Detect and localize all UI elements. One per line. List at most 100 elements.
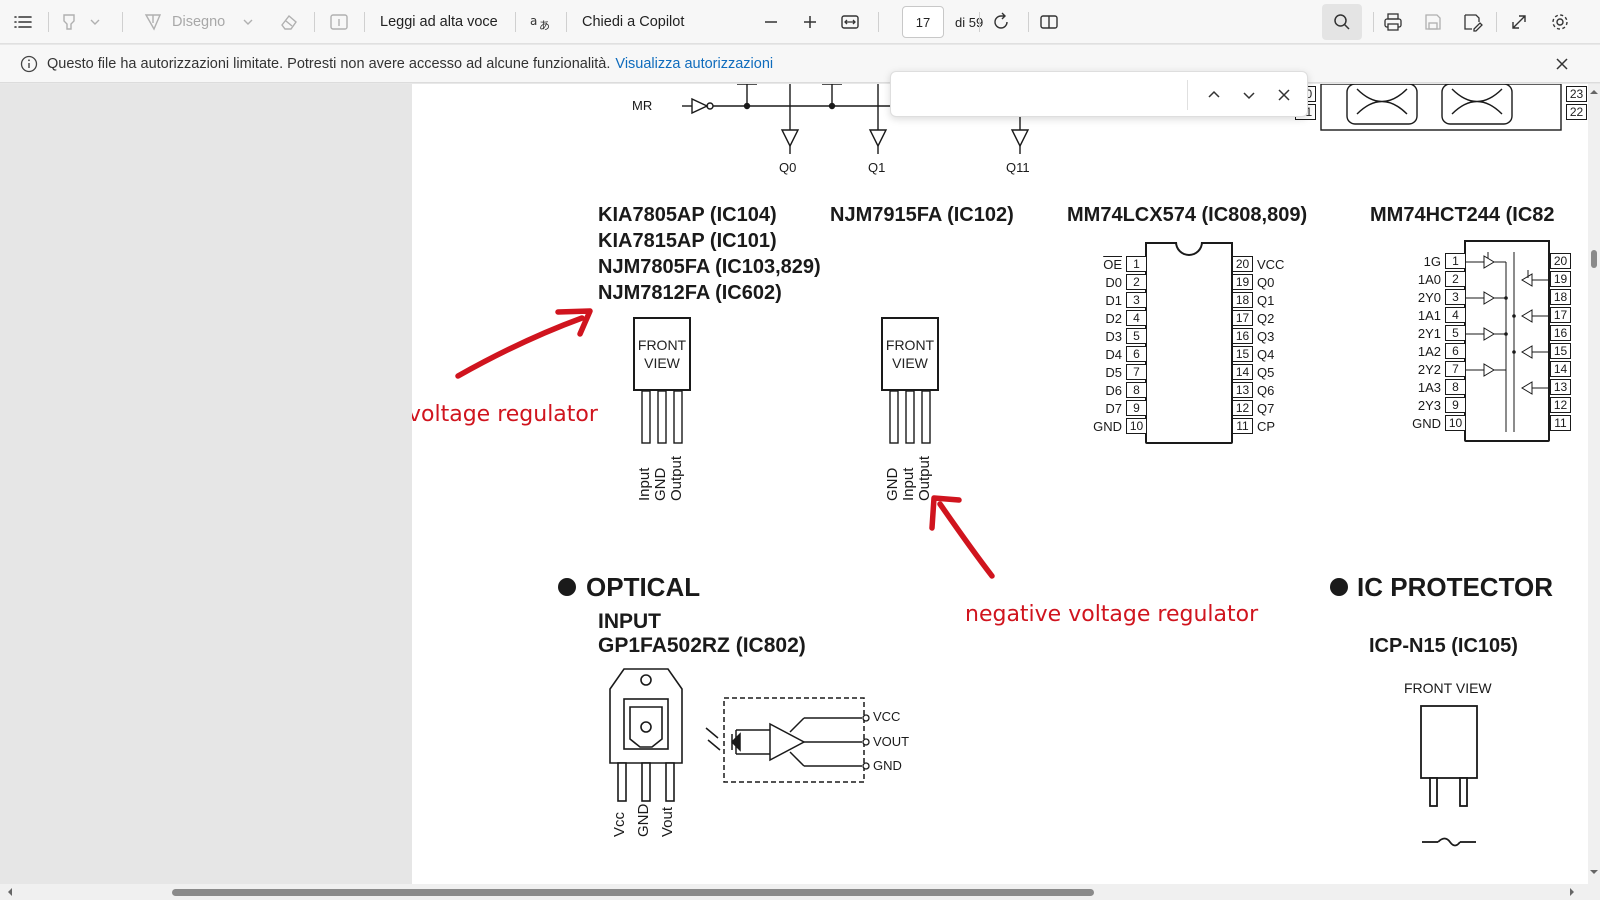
pen-icon	[144, 14, 162, 31]
copilot-button[interactable]: Chiedi a Copilot	[582, 7, 684, 37]
zoom-out-button[interactable]	[761, 7, 781, 37]
pin-number: 7	[1126, 364, 1147, 380]
view-permissions-link[interactable]: Visualizza autorizzazioni	[615, 55, 774, 72]
close-icon	[1278, 89, 1290, 101]
eraser-button[interactable]	[278, 7, 300, 37]
copilot-label: Chiedi a Copilot	[582, 14, 685, 30]
fit-width-button[interactable]	[839, 7, 861, 37]
find-input[interactable]	[899, 80, 1179, 110]
permissions-message: Questo file ha autorizzazioni limitate. …	[47, 55, 611, 72]
search-button[interactable]	[1322, 4, 1362, 40]
pin-label: D1	[1105, 292, 1122, 308]
find-previous-button[interactable]	[1202, 83, 1226, 107]
optical-out-vcc: VCC	[873, 709, 901, 724]
pin-number: 14	[1550, 361, 1571, 377]
pin-number: 17	[1550, 307, 1571, 323]
pin-number: 2	[1126, 274, 1147, 290]
pin-row: 14	[1550, 360, 1571, 378]
voltage-regulator-arrow	[455, 315, 585, 379]
rotate-icon	[994, 12, 1008, 29]
find-next-button[interactable]	[1237, 83, 1261, 107]
pin-label: D6	[1105, 382, 1122, 398]
pin-number: 23	[1566, 86, 1587, 102]
negative-regulator-annotation: negative voltage regulator	[965, 602, 1259, 627]
draw-button[interactable]: Disegno	[142, 7, 255, 37]
highlight-button[interactable]	[58, 7, 102, 37]
scroll-down-icon[interactable]	[1588, 866, 1600, 878]
regulator-title: NJM7812FA (IC602)	[598, 282, 782, 304]
scroll-up-icon[interactable]	[1588, 86, 1600, 98]
pin-label-input: Input	[636, 467, 653, 501]
toolbar-divider	[566, 12, 567, 32]
text-button[interactable]	[328, 7, 350, 37]
horizontal-scroll-thumb[interactable]	[172, 889, 1094, 896]
toolbar-divider	[1496, 12, 1497, 32]
read-aloud-button[interactable]: Leggi ad alta voce	[380, 7, 498, 37]
voltage-regulator-annotation: voltage regulator	[412, 402, 598, 427]
print-button[interactable]	[1382, 7, 1404, 37]
mm74hct244-chip	[1464, 240, 1550, 442]
pin-number: 15	[1550, 343, 1571, 359]
find-close-button[interactable]	[1272, 83, 1296, 107]
vertical-scrollbar[interactable]	[1588, 84, 1600, 884]
pin-label: 2Y0	[1417, 289, 1441, 305]
pin-label: Q6	[1257, 382, 1275, 398]
chevron-down-icon	[1243, 92, 1255, 100]
save-icon	[1425, 14, 1441, 30]
pin-label: Q3	[1257, 328, 1275, 344]
pin-label: 1A3	[1417, 379, 1441, 395]
regulator-title: NJM7805FA (IC103,829)	[598, 256, 821, 278]
horizontal-scrollbar[interactable]	[0, 884, 1600, 900]
scroll-right-icon[interactable]	[1566, 886, 1578, 898]
pin-label-output: Output	[916, 455, 933, 501]
rotate-button[interactable]	[990, 7, 1012, 37]
regulator-leads	[641, 391, 683, 444]
pin-number: 17	[1232, 310, 1253, 326]
pin-label: VCC	[1257, 256, 1285, 272]
fullscreen-button[interactable]	[1508, 7, 1530, 37]
page-number-input[interactable]	[902, 6, 944, 38]
toolbar-divider	[364, 12, 365, 32]
save-as-icon	[1464, 14, 1483, 32]
pin-label: 2Y3	[1417, 397, 1441, 413]
settings-button[interactable]	[1549, 7, 1571, 37]
pin-number: 5	[1126, 328, 1147, 344]
optical-package-drawing	[609, 668, 683, 802]
toolbar-divider	[1373, 12, 1374, 32]
plus-icon	[804, 16, 816, 28]
pin-label: GND	[1412, 415, 1441, 431]
save-as-button[interactable]	[1461, 7, 1483, 37]
vertical-scroll-thumb[interactable]	[1591, 250, 1597, 268]
pin-number: 16	[1550, 325, 1571, 341]
toolbar-divider	[122, 12, 123, 32]
scroll-left-icon[interactable]	[4, 886, 16, 898]
pin-label: D2	[1105, 310, 1122, 326]
minus-icon	[765, 21, 777, 23]
expand-icon	[1512, 15, 1526, 29]
contents-icon[interactable]	[12, 7, 34, 37]
page-view-button[interactable]	[1038, 7, 1060, 37]
pin-number: 1	[1445, 253, 1466, 269]
svg-text:a: a	[530, 14, 537, 28]
pin-number: 15	[1232, 346, 1253, 362]
pin-number: 8	[1445, 379, 1466, 395]
chevron-down-icon	[90, 19, 100, 25]
optical-line2: GP1FA502RZ (IC802)	[598, 634, 806, 657]
pin-number: 16	[1232, 328, 1253, 344]
pin-label-output: Output	[668, 455, 685, 501]
zoom-in-button[interactable]	[800, 7, 820, 37]
toolbar-divider	[1028, 12, 1029, 32]
save-button[interactable]	[1422, 7, 1444, 37]
close-icon[interactable]	[1554, 56, 1570, 72]
ic-protector-heading: IC PROTECTOR	[1357, 572, 1553, 602]
